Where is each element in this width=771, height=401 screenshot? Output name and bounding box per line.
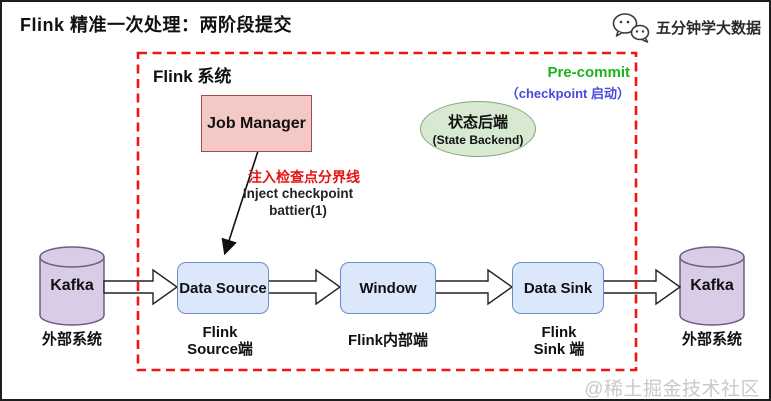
page-title: Flink 精准一次处理：两阶段提交 <box>20 15 293 35</box>
caption-flink-sink-line1: Flink <box>541 324 577 341</box>
caption-flink-sink-line2: Sink 端 <box>533 341 585 358</box>
flink-system-boundary <box>136 51 638 372</box>
watermark: @稀土掘金技术社区 <box>584 379 760 400</box>
caption-flink-source-line1: Flink <box>202 324 238 341</box>
inject-barrier-arrow <box>221 150 259 256</box>
caption-flink-sink: Flink Sink 端 <box>534 324 585 358</box>
flow-arrow-source-to-window <box>266 268 342 306</box>
flow-arrow-window-to-sink <box>433 268 514 306</box>
wechat-icon <box>612 13 650 43</box>
caption-flink-source: Flink Source端 <box>187 324 253 358</box>
data-sink-node: Data Sink <box>512 262 604 314</box>
inject-barrier-label-cn: 注入检查点分界线 <box>248 169 360 185</box>
precommit-title: Pre-commit <box>547 64 630 81</box>
state-backend-ellipse: 状态后端 (State Backend) <box>420 101 536 157</box>
brand-name: 五分钟学大数据 <box>655 20 761 37</box>
inject-barrier-en-line1: Inject checkpoint <box>242 186 354 201</box>
kafka-cylinder-left <box>39 246 105 326</box>
kafka-left-label: Kafka <box>50 277 94 294</box>
job-manager-label: Job Manager <box>207 114 306 132</box>
caption-external-left: 外部系统 <box>41 331 103 348</box>
window-node: Window <box>340 262 436 314</box>
kafka-cylinder-right <box>679 246 745 326</box>
window-label: Window <box>359 279 417 297</box>
flink-system-label: Flink 系统 <box>153 67 232 86</box>
job-manager-box: Job Manager <box>201 95 312 152</box>
caption-external-right: 外部系统 <box>681 331 743 348</box>
state-backend-title: 状态后端 <box>447 114 508 131</box>
flow-arrow-kafka-to-source <box>103 268 179 306</box>
flow-arrow-sink-to-kafka <box>601 268 682 306</box>
caption-flink-source-line2: Source端 <box>187 341 253 358</box>
brand: 五分钟学大数据 <box>611 12 761 43</box>
inject-barrier-label-en: Inject checkpoint battier(1) <box>243 185 353 219</box>
data-source-label: Data Source <box>179 279 267 297</box>
precommit-annotation: Pre-commit （checkpoint 启动） <box>506 64 630 102</box>
state-backend-subtitle: (State Backend) <box>432 133 524 147</box>
inject-barrier-en-line2: battier(1) <box>269 203 327 218</box>
kafka-right-label: Kafka <box>690 277 734 294</box>
data-sink-label: Data Sink <box>523 279 593 297</box>
data-source-node: Data Source <box>177 262 269 314</box>
caption-flink-internal: Flink内部端 <box>347 332 429 349</box>
precommit-subtitle: （checkpoint 启动） <box>505 86 630 101</box>
